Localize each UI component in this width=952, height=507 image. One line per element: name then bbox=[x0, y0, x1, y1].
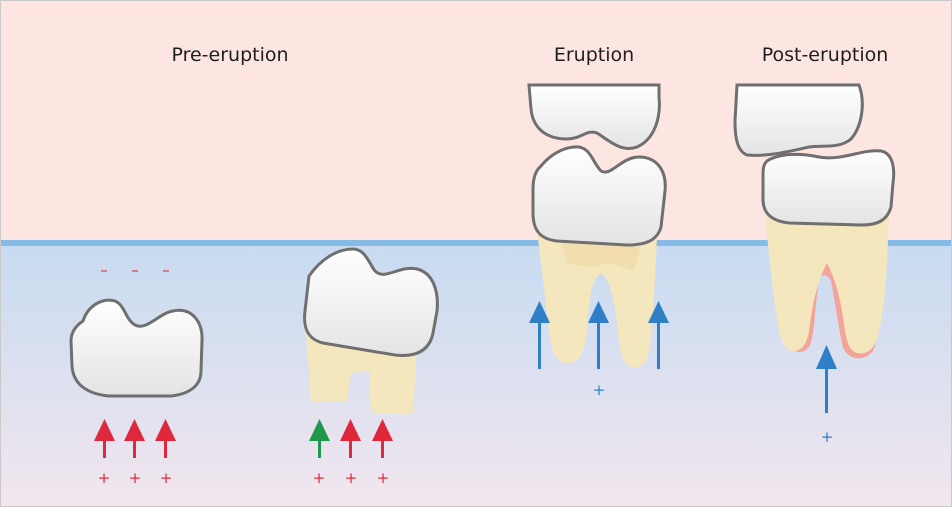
tooth-4-crown bbox=[761, 149, 896, 227]
blue-up-arrow-icon bbox=[529, 301, 550, 369]
red-up-arrow-icon bbox=[94, 419, 115, 458]
red-up-arrow-icon bbox=[124, 419, 145, 458]
red-up-arrow-icon bbox=[155, 419, 176, 458]
tooth-2-crown bbox=[303, 247, 439, 357]
minus-sign: – bbox=[162, 261, 170, 279]
blue-up-arrow-icon bbox=[648, 301, 669, 369]
tooth-1-crown bbox=[69, 298, 204, 398]
plus-sign: + bbox=[128, 469, 142, 487]
red-up-arrow-icon bbox=[372, 419, 393, 458]
plus-sign: + bbox=[592, 381, 606, 399]
green-up-arrow-icon bbox=[309, 419, 330, 458]
plus-sign: + bbox=[312, 469, 326, 487]
tooth-3-crown bbox=[531, 145, 667, 247]
blue-up-arrow-icon bbox=[816, 345, 837, 413]
red-up-arrow-icon bbox=[340, 419, 361, 458]
tooth-4-opposing-crown bbox=[733, 83, 864, 157]
minus-sign: – bbox=[100, 261, 108, 279]
minus-sign: – bbox=[131, 261, 139, 279]
plus-sign: + bbox=[97, 469, 111, 487]
tooth-3-root-shade bbox=[561, 241, 641, 271]
plus-sign: + bbox=[344, 469, 358, 487]
pre-eruption-title: Pre-eruption bbox=[171, 44, 289, 66]
tooth-4-root bbox=[765, 211, 889, 354]
tooth-3-opposing-crown bbox=[527, 83, 661, 150]
post-eruption-title: Post-eruption bbox=[761, 44, 889, 66]
gum-line bbox=[1, 240, 951, 246]
blue-up-arrow-icon bbox=[588, 301, 609, 369]
eruption-title: Eruption bbox=[553, 44, 635, 66]
plus-sign: + bbox=[159, 469, 173, 487]
plus-sign: + bbox=[376, 469, 390, 487]
plus-sign: + bbox=[820, 428, 834, 446]
